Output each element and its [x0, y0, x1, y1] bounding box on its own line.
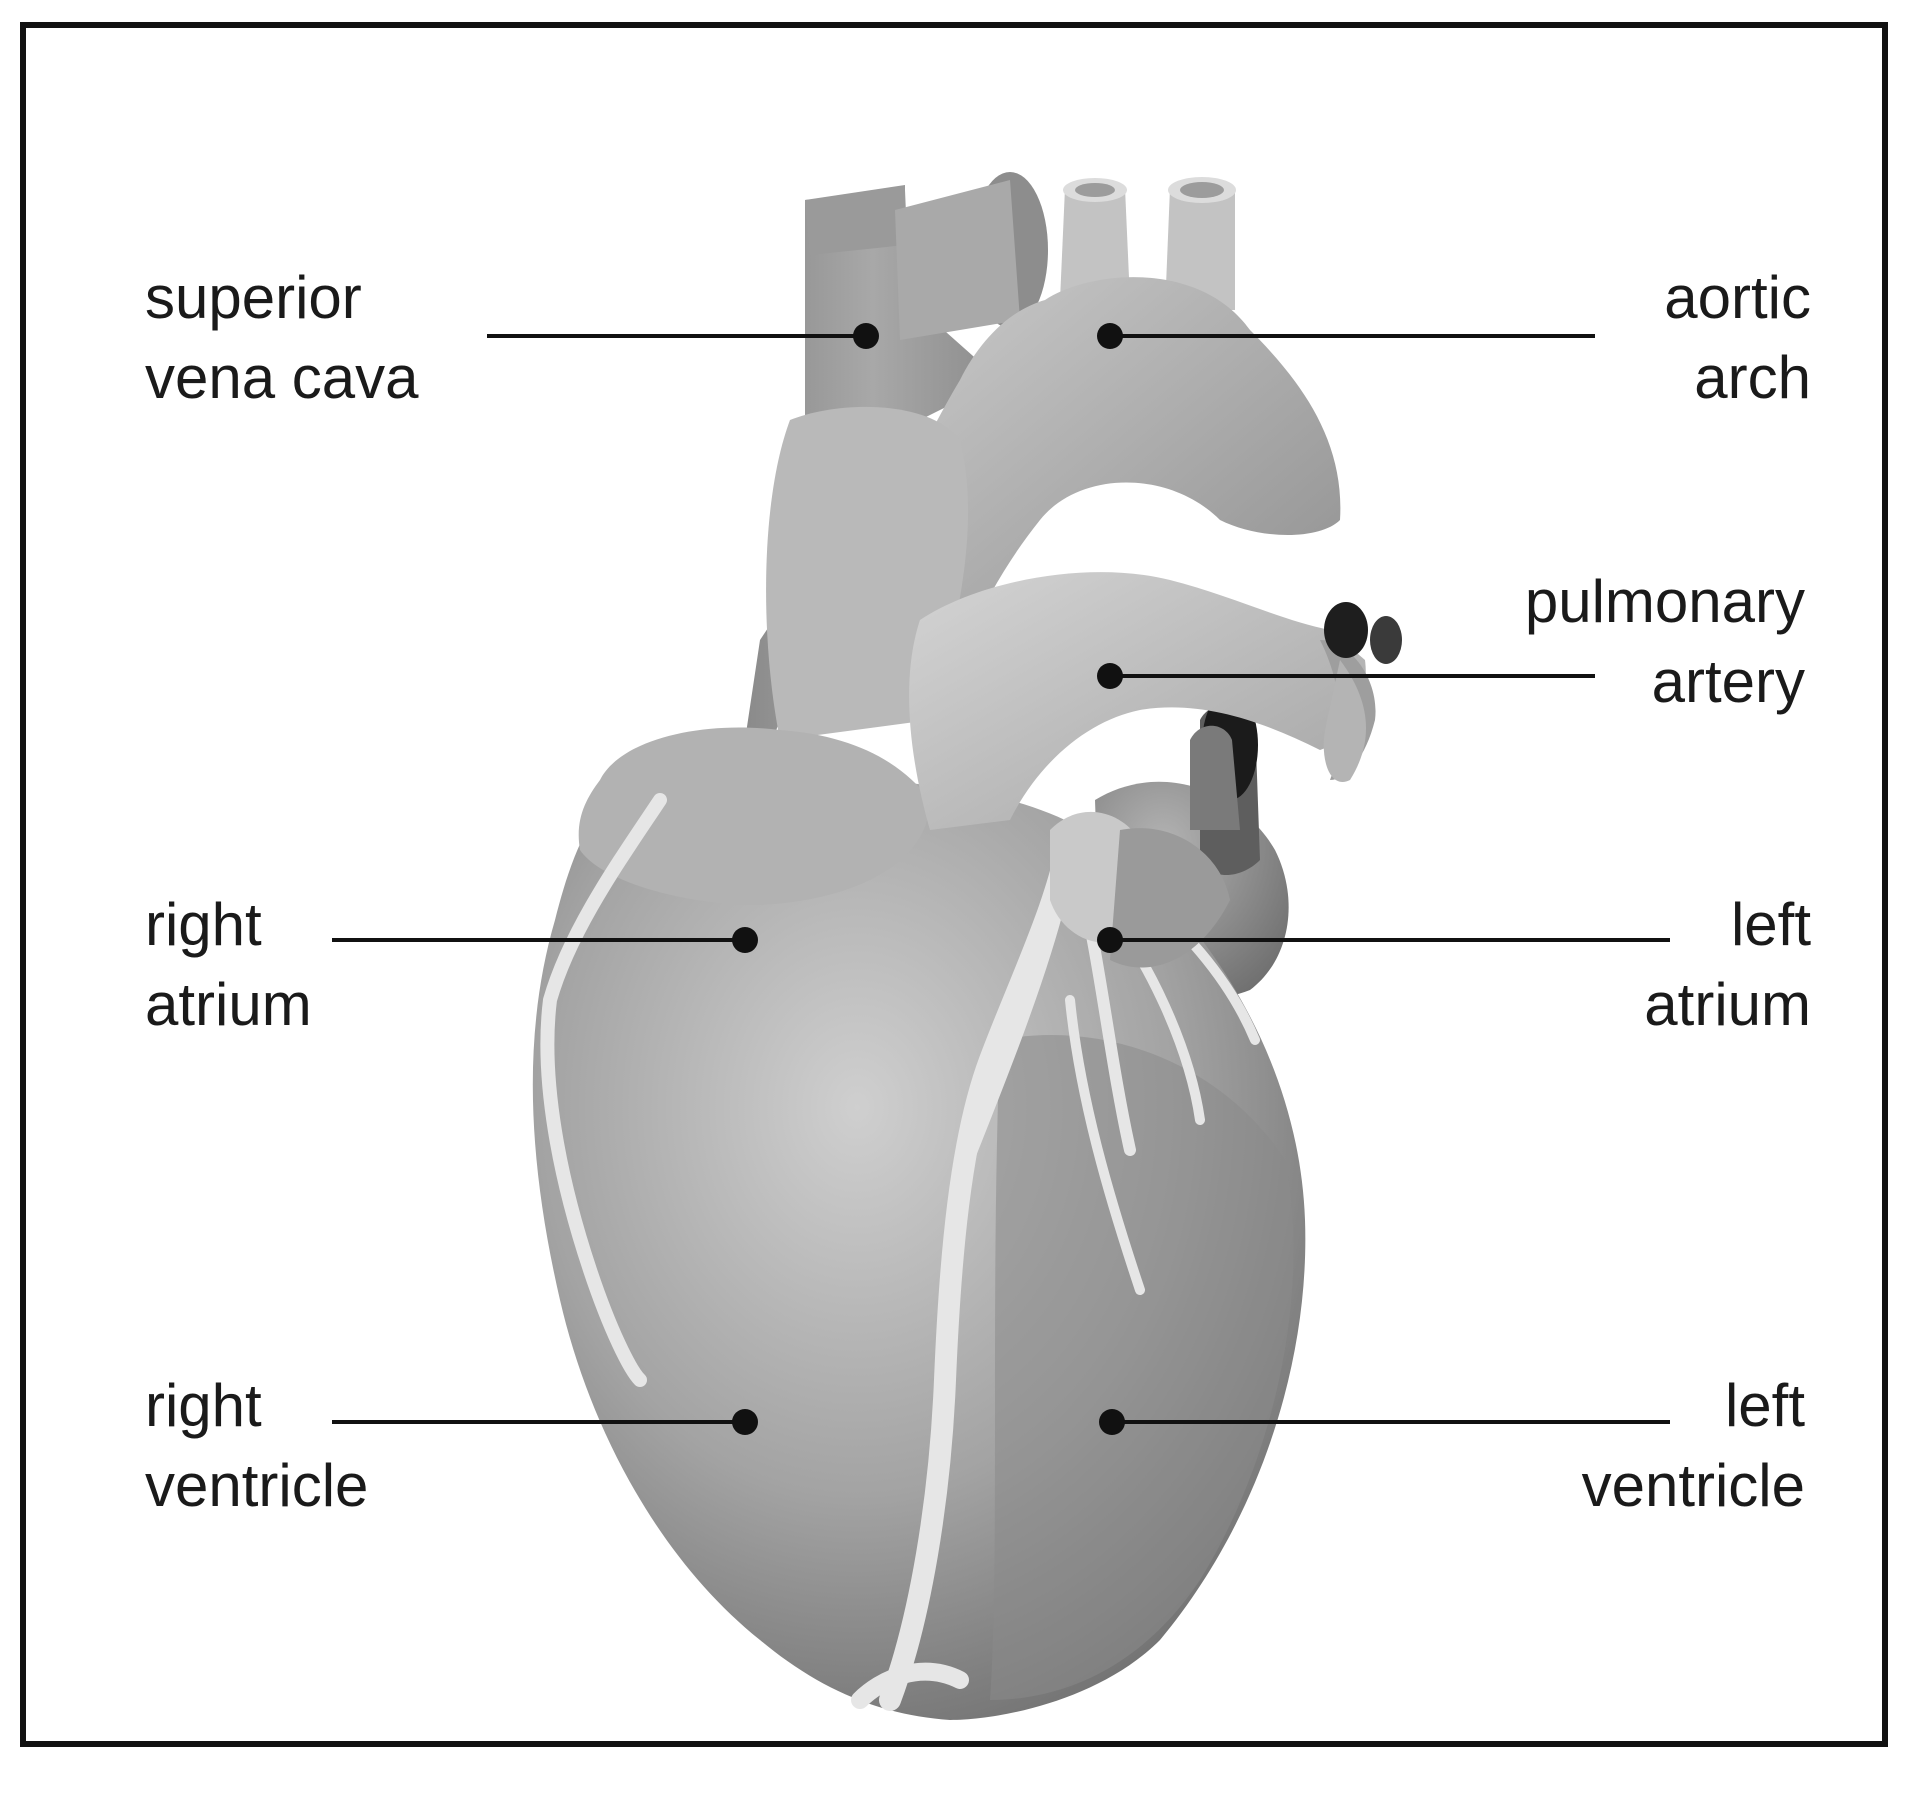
label-superior-vena-cava: superior vena cava	[145, 258, 419, 418]
label-aortic-arch: aortic arch	[1664, 258, 1811, 418]
label-right-ventricle-line2: ventricle	[145, 1452, 369, 1519]
dot-left-atrium	[1097, 927, 1123, 953]
dot-superior-vena-cava	[853, 323, 879, 349]
label-left-ventricle: left ventricle	[1582, 1366, 1805, 1526]
label-superior-vena-cava-line1: superior	[145, 264, 362, 331]
label-right-atrium-line1: right	[145, 891, 262, 958]
label-left-atrium: left atrium	[1644, 885, 1811, 1045]
label-left-atrium-line1: left	[1730, 891, 1811, 958]
pulmonary-artery-shape	[909, 572, 1402, 830]
label-aortic-arch-line2: arch	[1694, 344, 1811, 411]
dot-right-ventricle	[732, 1409, 758, 1435]
aortic-arch-shape	[850, 277, 1341, 680]
label-right-ventricle: right ventricle	[145, 1366, 368, 1526]
label-pulmonary-artery: pulmonary artery	[1525, 562, 1805, 722]
aortic-branches	[1060, 177, 1236, 310]
dot-left-ventricle	[1099, 1409, 1125, 1435]
label-pulmonary-artery-line1: pulmonary	[1524, 568, 1805, 635]
dot-aortic-arch	[1097, 323, 1123, 349]
appendage-highlight	[1050, 811, 1230, 968]
label-pulmonary-artery-line2: artery	[1651, 648, 1805, 715]
label-superior-vena-cava-line2: vena cava	[145, 344, 419, 411]
right-atrium-shape	[578, 727, 930, 905]
label-right-atrium: right atrium	[145, 885, 312, 1045]
label-aortic-arch-line1: aortic	[1664, 264, 1811, 331]
label-left-ventricle-line2: ventricle	[1581, 1452, 1805, 1519]
leader-dots	[732, 323, 1125, 1435]
label-left-atrium-line2: atrium	[1644, 971, 1811, 1038]
label-right-atrium-line2: atrium	[145, 971, 312, 1038]
label-left-ventricle-line1: left	[1724, 1372, 1805, 1439]
dot-pulmonary-artery	[1097, 663, 1123, 689]
label-right-ventricle-line1: right	[145, 1372, 262, 1439]
leader-lines	[332, 334, 1670, 1424]
left-ventricle-shape	[990, 1035, 1294, 1700]
dot-right-atrium	[732, 927, 758, 953]
